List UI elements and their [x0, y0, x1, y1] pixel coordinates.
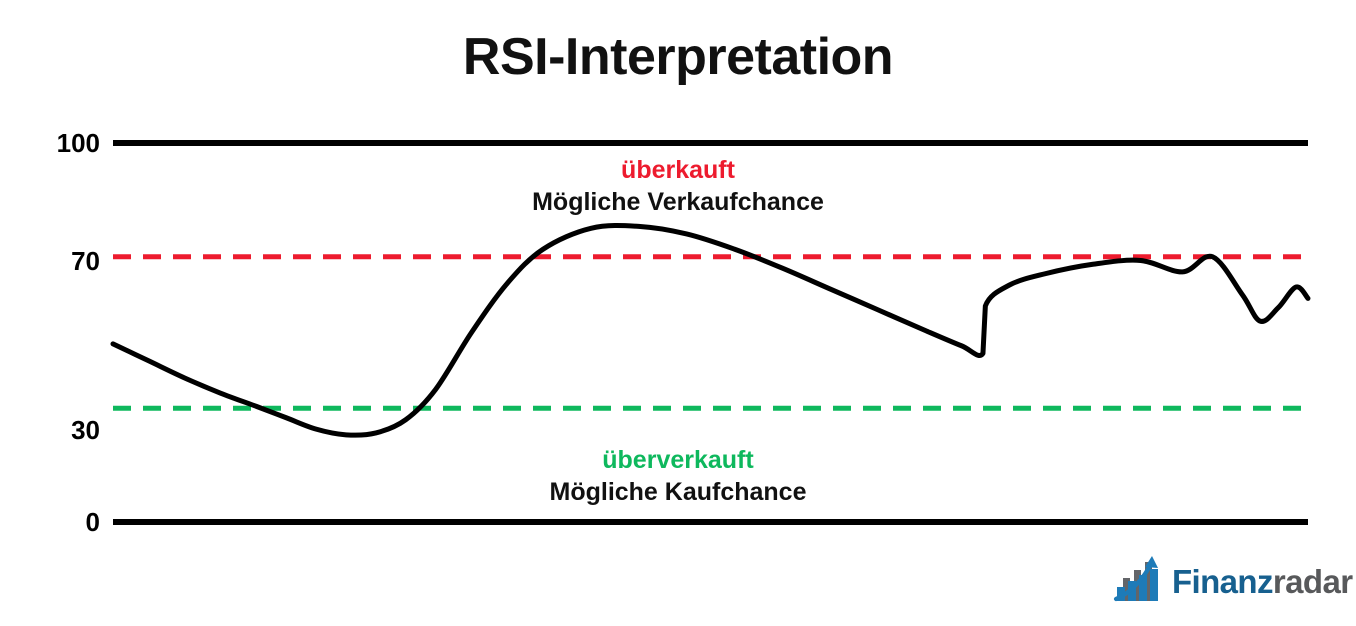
- logo-wordmark: Finanzradar: [1172, 563, 1353, 600]
- page-title: RSI-Interpretation: [462, 28, 894, 86]
- finanzradar-logo: Finanzradar: [1112, 556, 1353, 608]
- bar-chart-arrow-icon: [1113, 556, 1158, 602]
- logo-text-secondary: radar: [1272, 563, 1353, 600]
- logo-text-primary: Finanz: [1172, 563, 1274, 600]
- overbought-annotation: überkauft Mögliche Verkaufchance: [0, 155, 1356, 219]
- overbought-subtitle: Mögliche Verkaufchance: [532, 188, 824, 216]
- overbought-headline: überkauft: [621, 156, 735, 184]
- y-axis-tick-70: 70: [71, 246, 100, 276]
- y-axis-tick-100: 100: [56, 128, 100, 158]
- oversold-subtitle: Mögliche Kaufchance: [549, 478, 807, 506]
- rsi-line-series: [110, 223, 1311, 438]
- y-axis-tick-30: 30: [71, 415, 100, 445]
- oversold-annotation: überverkauft Mögliche Kaufchance: [0, 445, 1356, 509]
- y-axis-tick-0: 0: [85, 507, 100, 537]
- oversold-headline: überverkauft: [602, 446, 754, 474]
